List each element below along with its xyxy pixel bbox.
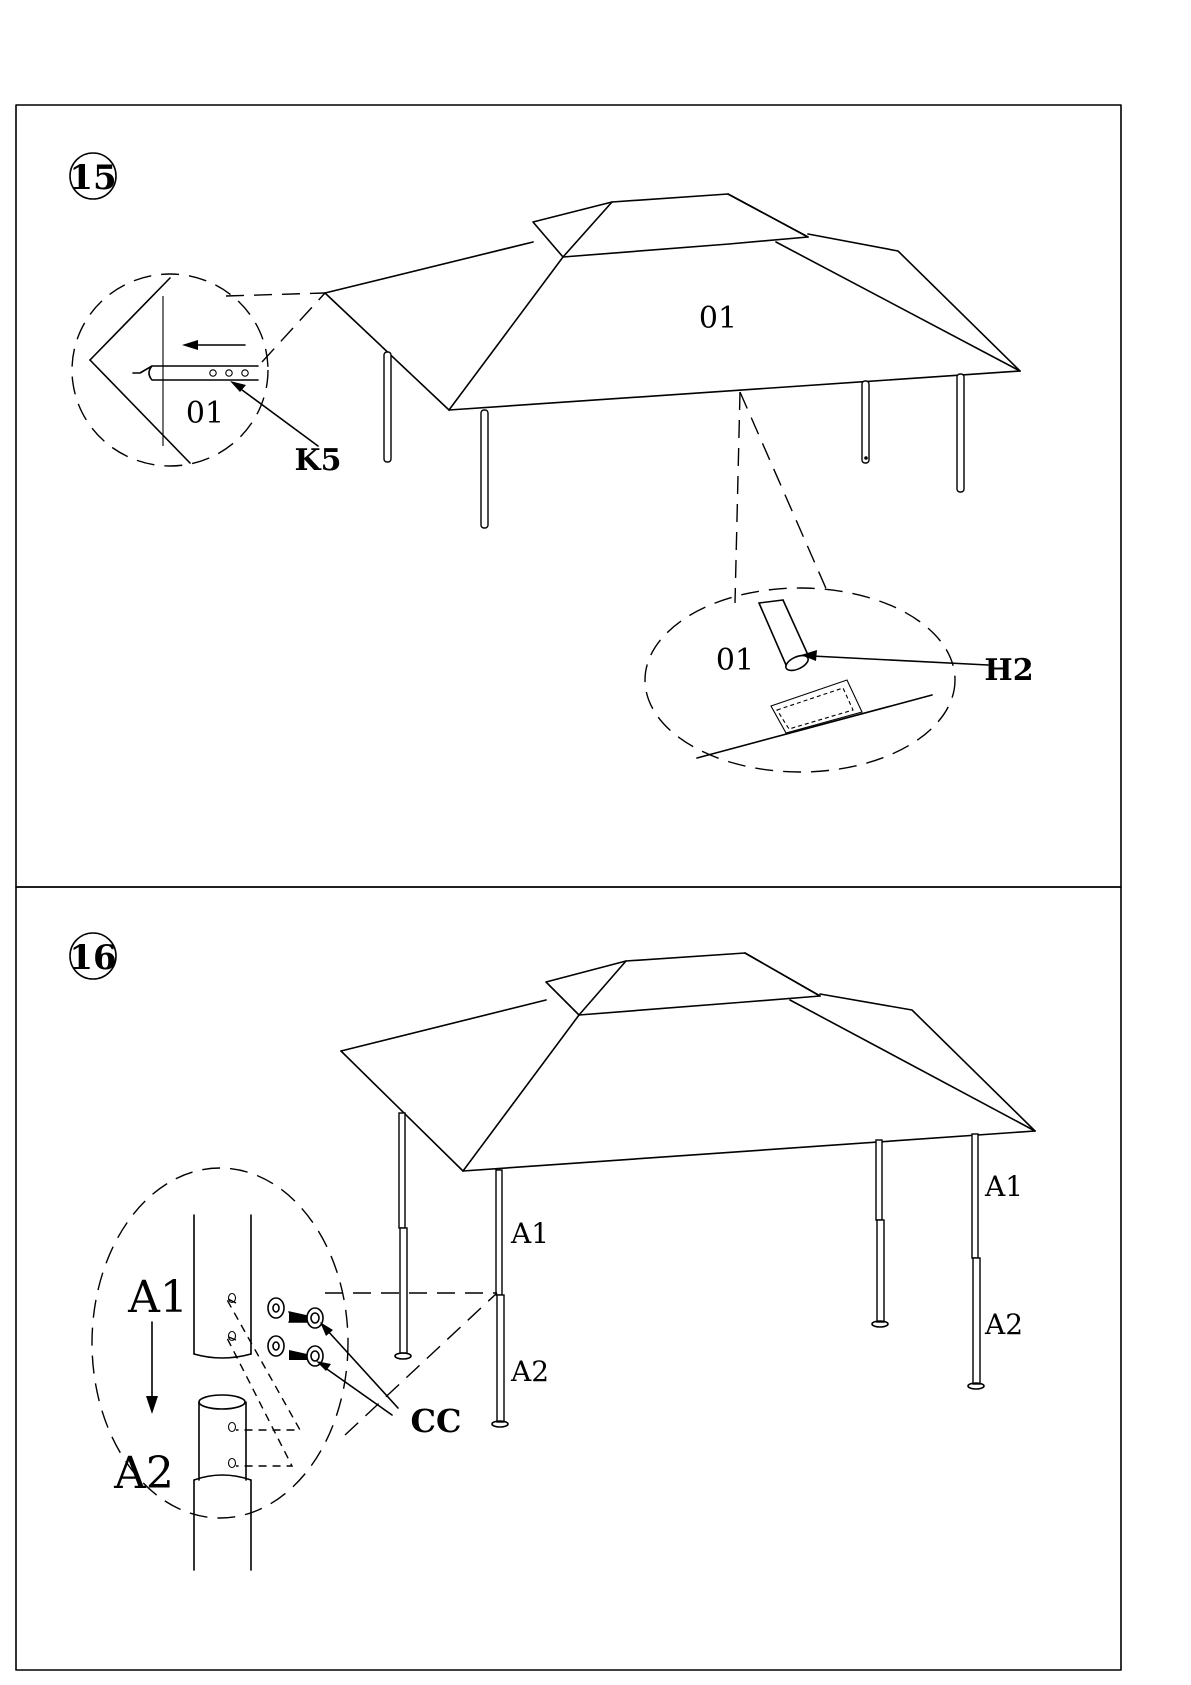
screw-washer-lower: [268, 1336, 323, 1366]
screw-washer-upper: [268, 1298, 323, 1328]
gazebo-16: A1 A2 A1 A2: [341, 953, 1035, 1427]
step-15-number: 15: [69, 153, 116, 199]
detail-label-a1: A1: [127, 1272, 188, 1323]
pole-label-a2: A2: [510, 1355, 549, 1388]
detail-h2-callout: H2: [984, 653, 1033, 688]
pole-label-a1: A1: [510, 1217, 549, 1250]
panel-step-15: [16, 105, 1121, 887]
canopy-15: 01: [325, 194, 1020, 528]
canopy-label: 01: [699, 301, 737, 336]
screws-callout-cc: CC: [411, 1402, 462, 1440]
detail-h2-part-label: 01: [716, 643, 754, 678]
detail-pole-connection: A1 A2 CC: [92, 1168, 497, 1570]
detail-k5-part-label: 01: [186, 396, 224, 431]
detail-h2: 01 H2: [645, 392, 1034, 772]
step-15-number-text: 15: [69, 158, 116, 198]
step-16-number-text: 16: [69, 938, 116, 978]
detail-k5-callout: K5: [295, 443, 342, 478]
step-16-number: 16: [69, 933, 116, 979]
pole-label-a2-right: A2: [984, 1308, 1023, 1341]
pole-label-a1-right: A1: [984, 1170, 1023, 1203]
detail-k5: 01 K5: [72, 274, 341, 478]
detail-label-a2: A2: [113, 1448, 174, 1499]
